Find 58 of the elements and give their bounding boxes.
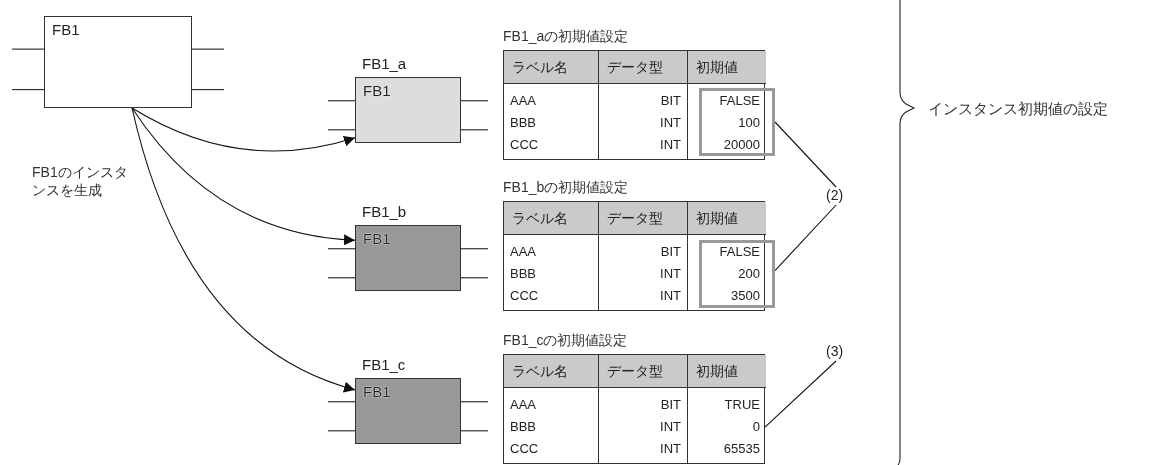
callout-number: (2)	[826, 187, 844, 203]
table-cell: 3500	[687, 285, 766, 310]
arrow	[131, 107, 356, 245]
table-cell-text: AAA	[509, 92, 537, 110]
column-header: データ型	[598, 202, 687, 235]
column-header: ラベル名	[504, 202, 598, 235]
instance-name: FB1_b	[362, 203, 407, 220]
table-title: FB1_aの初期値設定	[503, 28, 629, 46]
table-cell: FALSE	[687, 84, 766, 112]
table-cell: TRUE	[687, 388, 766, 416]
instance-name: FB1_c	[362, 356, 406, 373]
table-cell: 0	[687, 416, 766, 438]
block-name: FB1	[52, 21, 80, 38]
table-cell-text: AAA	[509, 243, 537, 261]
table-cell-text: CCC	[509, 440, 540, 458]
column-header: 初期値	[687, 202, 766, 235]
table-cell: INT	[598, 112, 687, 134]
table-cell: BIT	[598, 235, 687, 263]
column-header: ラベル名	[504, 51, 598, 84]
arrow	[131, 107, 356, 392]
table-cell: 65535	[687, 438, 766, 463]
table-title: FB1_cの初期値設定	[503, 332, 628, 350]
table-cell: INT	[598, 134, 687, 159]
instance-name: FB1_a	[362, 55, 407, 72]
column-header: ラベル名	[504, 355, 598, 388]
callout-number: (3)	[826, 343, 844, 359]
block-name: FB1	[363, 82, 391, 99]
table-cell: 200	[687, 263, 766, 285]
table-cell-text: AAA	[509, 396, 537, 414]
leader-line	[774, 121, 837, 188]
table-cell-text: CCC	[509, 136, 540, 154]
highlight-frame	[699, 88, 775, 156]
column-header: 初期値	[687, 355, 766, 388]
leader-line	[764, 360, 837, 428]
instruction-text: FB1のインスタンスを生成	[32, 163, 129, 200]
column-header: データ型	[598, 51, 687, 84]
column-header: データ型	[598, 355, 687, 388]
table-cell: INT	[598, 263, 687, 285]
table-cell-text: BBB	[509, 114, 537, 132]
column-header: 初期値	[687, 51, 766, 84]
block-name: FB1	[363, 383, 391, 400]
table-cell-text: BBB	[509, 418, 537, 436]
block-name: FB1	[363, 230, 391, 247]
highlight-frame	[699, 240, 775, 308]
table-cell-text: BBB	[509, 265, 537, 283]
table-cell: FALSE	[687, 235, 766, 263]
table-cell: INT	[598, 438, 687, 463]
table-cell: BIT	[598, 84, 687, 112]
table-cell: 20000	[687, 134, 766, 159]
table-title: FB1_bの初期値設定	[503, 179, 629, 197]
table-cell: BIT	[598, 388, 687, 416]
table-cell: 100	[687, 112, 766, 134]
table-cell: INT	[598, 285, 687, 310]
brace-label: インスタンス初期値の設定	[928, 99, 1108, 119]
table-cell-text: CCC	[509, 287, 540, 305]
table-cell: INT	[598, 416, 687, 438]
arrow	[131, 107, 356, 152]
leader-line	[774, 204, 837, 272]
